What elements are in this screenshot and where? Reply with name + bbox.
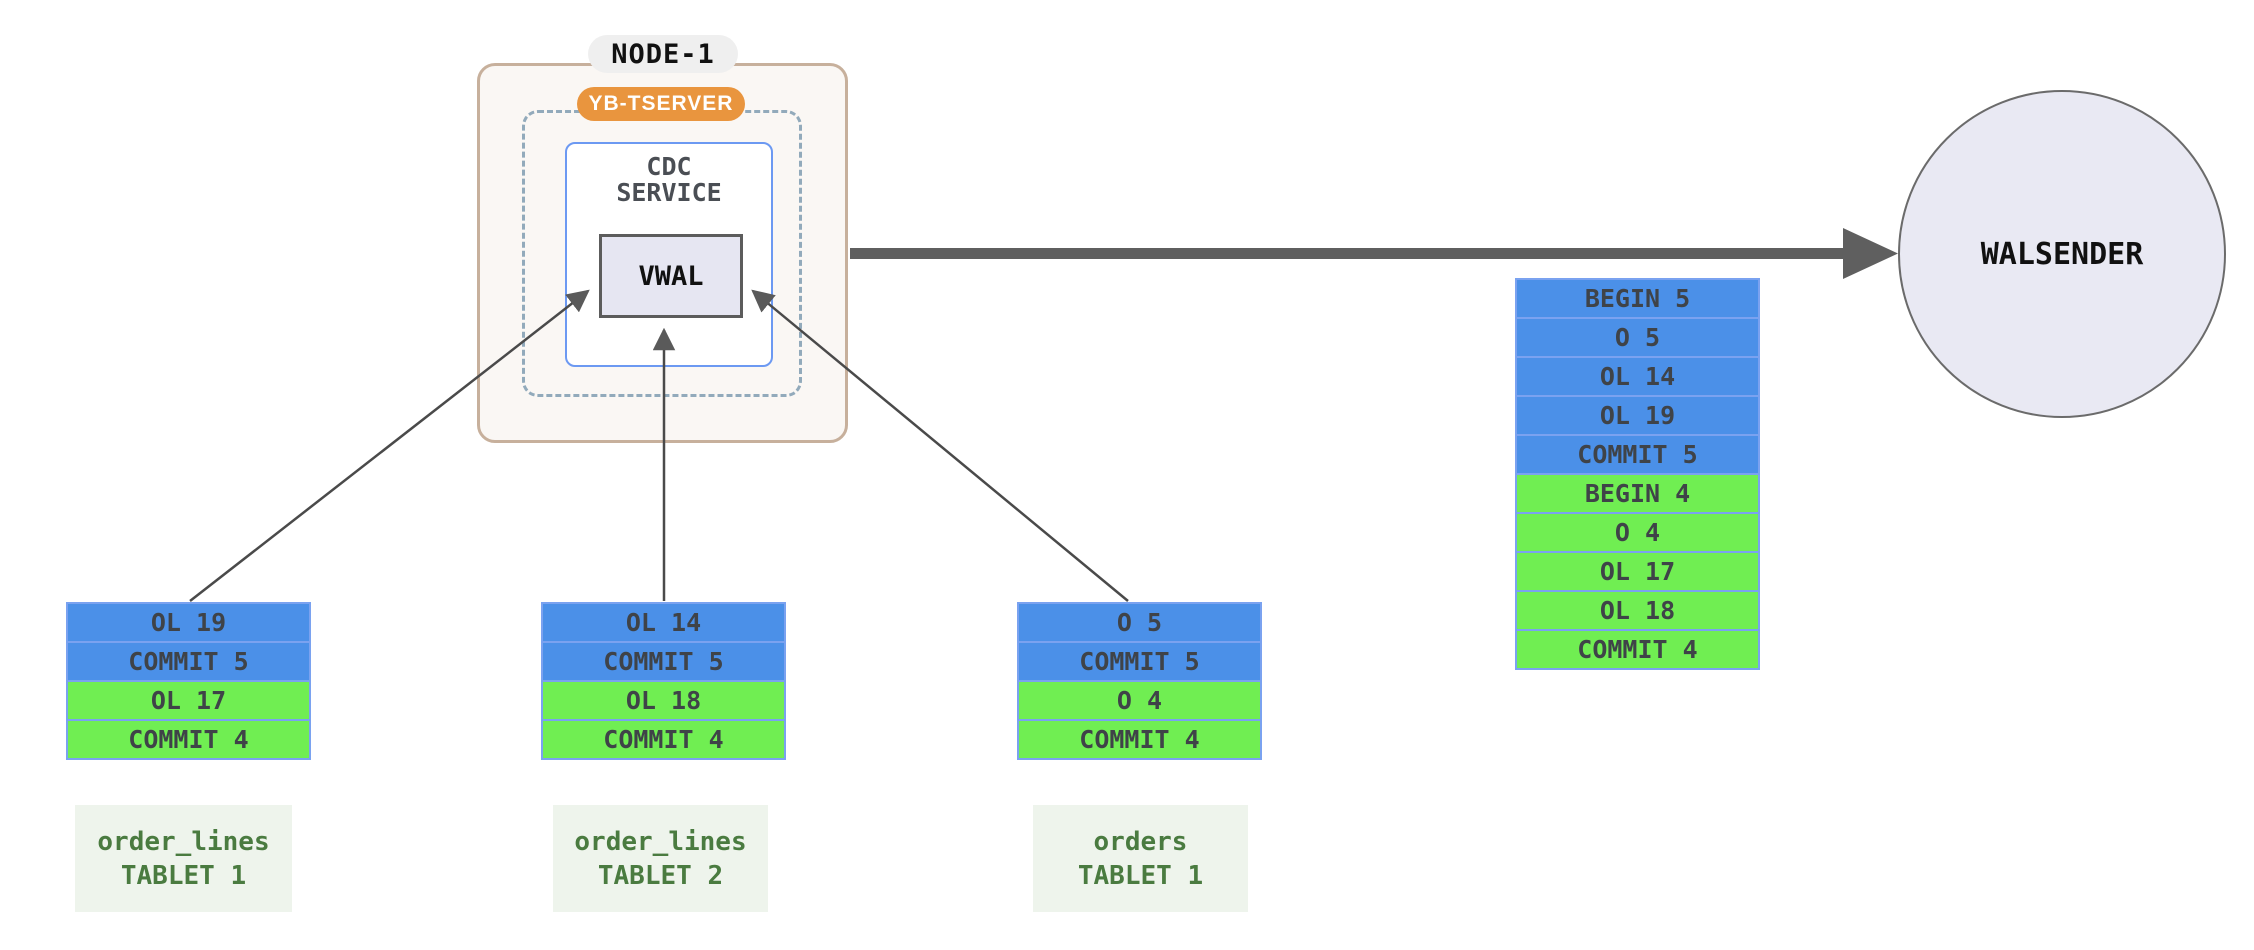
stream-cell: OL 17 xyxy=(1515,551,1760,592)
wal-cell: COMMIT 4 xyxy=(541,719,786,760)
tablet1-table-name: order_lines xyxy=(97,826,270,857)
tablet3-wal-stack: O 5 COMMIT 5 O 4 COMMIT 4 xyxy=(1017,602,1262,760)
stream-cell: BEGIN 4 xyxy=(1515,473,1760,514)
merged-change-stream-stack: BEGIN 5 O 5 OL 14 OL 19 COMMIT 5 BEGIN 4… xyxy=(1515,278,1760,670)
arrow-vwal-to-walsender-shaft xyxy=(850,248,1845,259)
walsender-circle: WALSENDER xyxy=(1898,90,2226,418)
wal-cell: COMMIT 4 xyxy=(1017,719,1262,760)
tablet2-table-name: order_lines xyxy=(574,826,747,857)
tablet1-wal-stack: OL 19 COMMIT 5 OL 17 COMMIT 4 xyxy=(66,602,311,760)
wal-cell: COMMIT 5 xyxy=(66,641,311,682)
wal-cell: O 4 xyxy=(1017,680,1262,721)
vwal-box: VWAL xyxy=(599,234,743,318)
cdc-service-title: CDC SERVICE xyxy=(567,154,771,206)
cdc-service-title-line2: SERVICE xyxy=(616,178,722,207)
wal-cell: O 5 xyxy=(1017,602,1262,643)
cdc-service-title-line1: CDC xyxy=(646,152,692,181)
wal-cell: COMMIT 5 xyxy=(1017,641,1262,682)
tablet2-wal-stack: OL 14 COMMIT 5 OL 18 COMMIT 4 xyxy=(541,602,786,760)
wal-cell: OL 19 xyxy=(66,602,311,643)
stream-cell: COMMIT 5 xyxy=(1515,434,1760,475)
wal-cell: COMMIT 4 xyxy=(66,719,311,760)
tablet1-tablet-name: TABLET 1 xyxy=(120,860,247,891)
stream-cell: OL 19 xyxy=(1515,395,1760,436)
tablet3-table-name: orders xyxy=(1093,826,1188,857)
stream-cell: O 4 xyxy=(1515,512,1760,553)
arrow-vwal-to-walsender-head xyxy=(1843,228,1898,279)
wal-cell: OL 17 xyxy=(66,680,311,721)
wal-cell: COMMIT 5 xyxy=(541,641,786,682)
yb-tserver-badge: YB-TSERVER xyxy=(577,87,745,121)
tablet3-name-label: orders TABLET 1 xyxy=(1033,805,1248,912)
stream-cell: OL 18 xyxy=(1515,590,1760,631)
wal-cell: OL 14 xyxy=(541,602,786,643)
node1-label: NODE-1 xyxy=(588,35,738,73)
stream-cell: OL 14 xyxy=(1515,356,1760,397)
tablet1-name-label: order_lines TABLET 1 xyxy=(75,805,292,912)
wal-cell: OL 18 xyxy=(541,680,786,721)
stream-cell: BEGIN 5 xyxy=(1515,278,1760,319)
tablet2-tablet-name: TABLET 2 xyxy=(597,860,724,891)
stream-cell: COMMIT 4 xyxy=(1515,629,1760,670)
stream-cell: O 5 xyxy=(1515,317,1760,358)
tablet2-name-label: order_lines TABLET 2 xyxy=(553,805,768,912)
tablet3-tablet-name: TABLET 1 xyxy=(1077,860,1204,891)
